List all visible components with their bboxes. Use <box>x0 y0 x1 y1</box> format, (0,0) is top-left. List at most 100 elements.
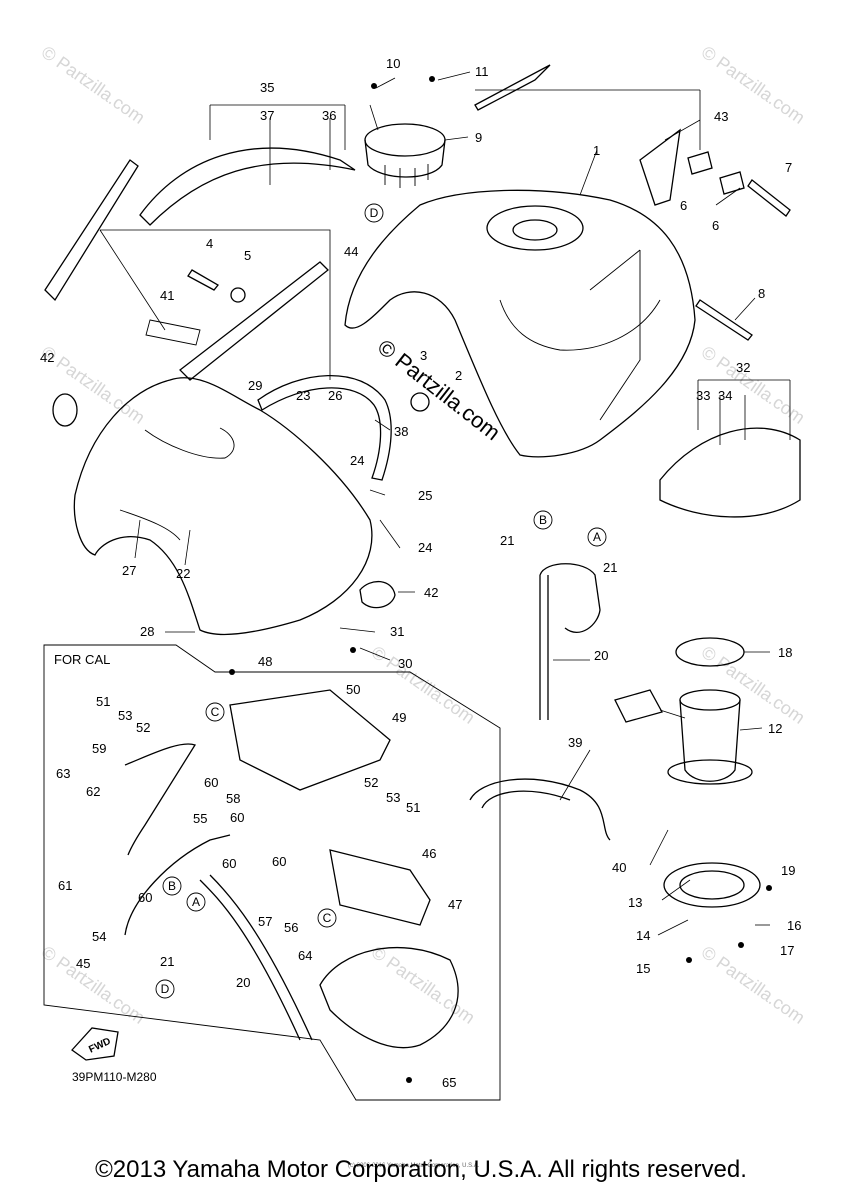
decal-43-lower <box>639 128 681 206</box>
callout-62: 62 <box>86 784 100 799</box>
hose-20 <box>539 563 601 720</box>
watermark-text: © Partzilla.com <box>368 642 479 728</box>
callout-60: 60 <box>272 854 286 869</box>
callout-41: 41 <box>160 288 174 303</box>
callout-60: 60 <box>222 856 236 871</box>
callout-55: 55 <box>193 811 207 826</box>
callout-24: 24 <box>350 453 364 468</box>
callout-38: 38 <box>394 424 408 439</box>
callout-49: 49 <box>392 710 406 725</box>
callout-43: 43 <box>714 109 728 124</box>
decal-41 <box>145 319 201 346</box>
callout-30: 30 <box>398 656 412 671</box>
clear-42 <box>52 393 78 427</box>
pump-retainer <box>663 862 761 908</box>
hose-20-cal <box>199 874 313 1041</box>
callout-10: 10 <box>386 56 400 71</box>
callout-20: 20 <box>594 648 608 663</box>
diagram-code: 39PM110-M280 <box>72 1070 157 1084</box>
callout-60: 60 <box>230 810 244 825</box>
callout-45: 45 <box>76 956 90 971</box>
ref-letter: D <box>161 982 170 996</box>
callout-3: 3 <box>420 348 427 363</box>
callout-6: 6 <box>680 198 687 213</box>
ref-letter: A <box>593 530 601 544</box>
callout-60: 60 <box>138 890 152 905</box>
ref-letter: C <box>323 911 332 925</box>
callout-42: 42 <box>40 350 54 365</box>
ref-letter: A <box>192 895 200 909</box>
callout-26: 26 <box>328 388 342 403</box>
callout-65: 65 <box>442 1075 456 1090</box>
callout-14: 14 <box>636 928 650 943</box>
watermark-text: © Partzilla.com <box>698 342 809 428</box>
grommet-2 <box>410 392 430 412</box>
fuel-pump <box>614 689 753 785</box>
callout-5: 5 <box>244 248 251 263</box>
callout-18: 18 <box>778 645 792 660</box>
callout-16: 16 <box>787 918 801 933</box>
callout-labels: 1 2 3 4 5 6 6 7 8 9 10 11 12 13 14 15 16… <box>40 56 801 1090</box>
callout-20: 20 <box>236 975 250 990</box>
screen-42 <box>359 580 396 609</box>
canister-46 <box>329 849 431 926</box>
hose-39 <box>469 778 611 841</box>
callout-27: 27 <box>122 563 136 578</box>
footer-small-print: (c) 2006-2016 Yamaha Motor Corporation, … <box>348 1163 480 1169</box>
callout-56: 56 <box>284 920 298 935</box>
callout-28: 28 <box>140 624 154 639</box>
hardware-fasteners <box>229 76 772 1083</box>
for-cal-label: FOR CAL <box>54 652 111 667</box>
callout-31: 31 <box>390 624 404 639</box>
callout-42: 42 <box>424 585 438 600</box>
callout-36: 36 <box>322 108 336 123</box>
callout-51: 51 <box>406 800 420 815</box>
callout-48: 48 <box>258 654 272 669</box>
callout-46: 46 <box>422 846 436 861</box>
decal-32 <box>659 427 801 518</box>
callout-6: 6 <box>712 218 719 233</box>
bracket-49 <box>229 689 391 791</box>
callout-24: 24 <box>418 540 432 555</box>
cover-64 <box>319 947 459 1049</box>
callout-22: 22 <box>176 566 190 581</box>
decal-44 <box>179 261 329 381</box>
callout-57: 57 <box>258 914 272 929</box>
collar-7 <box>747 179 791 217</box>
bolt-4 <box>187 269 219 291</box>
callout-54: 54 <box>92 929 106 944</box>
callout-21: 21 <box>603 560 617 575</box>
fuel-cap <box>364 123 446 188</box>
callout-29: 29 <box>248 378 262 393</box>
callout-8: 8 <box>758 286 765 301</box>
callout-53: 53 <box>386 790 400 805</box>
washer-5 <box>230 287 246 303</box>
trim-38 <box>257 374 392 481</box>
watermark-text: © Partzilla.com <box>368 942 479 1028</box>
bolt-8 <box>695 299 753 341</box>
callout-12: 12 <box>768 721 782 736</box>
callout-4: 4 <box>206 236 213 251</box>
callout-11: 11 <box>475 64 489 79</box>
ref-letter: D <box>370 206 379 220</box>
callout-1: 1 <box>593 143 600 158</box>
ref-letter: B <box>539 513 547 527</box>
callout-33: 33 <box>696 388 710 403</box>
hose-59 <box>124 743 196 856</box>
watermark-main: © Partzilla.com <box>373 334 505 445</box>
callout-17: 17 <box>780 943 794 958</box>
callout-44: 44 <box>344 244 358 259</box>
reference-markers: D B A C B A C D <box>155 203 607 999</box>
callout-50: 50 <box>346 682 360 697</box>
callout-34: 34 <box>718 388 732 403</box>
callout-21: 21 <box>500 533 514 548</box>
callout-35: 35 <box>260 80 274 95</box>
callout-61: 61 <box>58 878 72 893</box>
callout-40: 40 <box>612 860 626 875</box>
callout-9: 9 <box>475 130 482 145</box>
callout-53: 53 <box>118 708 132 723</box>
decal-43-upper <box>474 64 551 111</box>
callout-23: 23 <box>296 388 310 403</box>
fuel-tank <box>344 189 696 458</box>
ref-letter: C <box>211 705 220 719</box>
